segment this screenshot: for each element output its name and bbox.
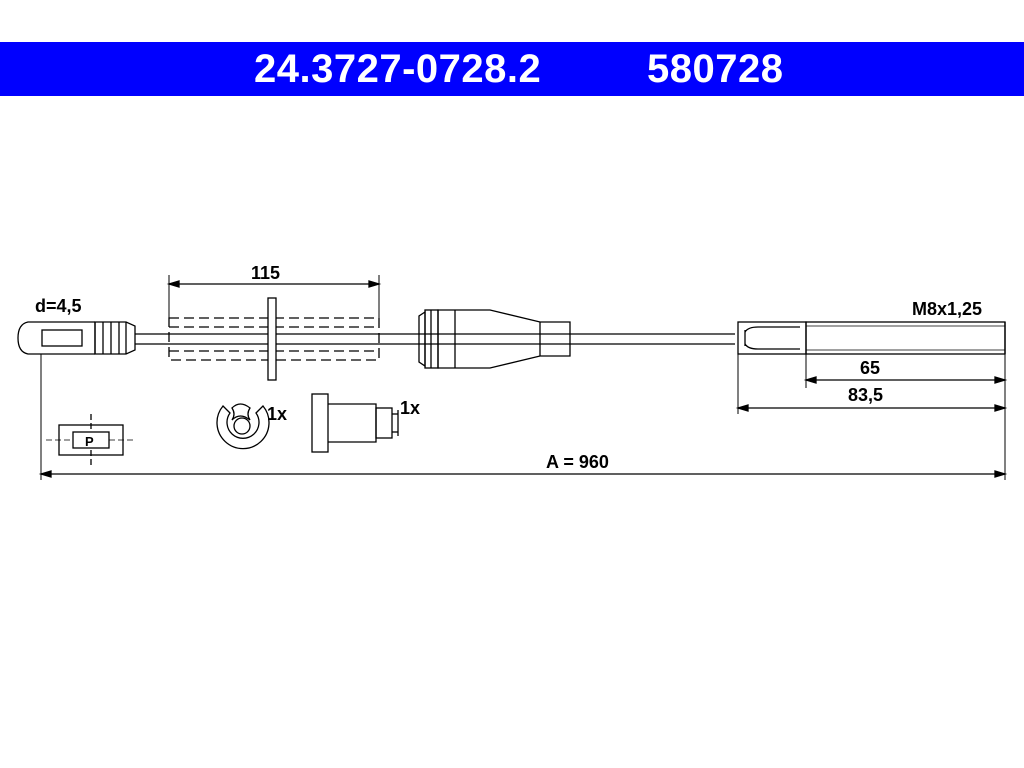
retaining-clip-icon [216, 403, 270, 450]
length-83-5-label: 83,5 [848, 385, 883, 405]
reference-number: 580728 [647, 47, 784, 91]
dimension-65 [803, 354, 1008, 412]
dimension-83-5 [735, 354, 1008, 414]
thread-label: M8x1,25 [912, 299, 982, 319]
cable-line [135, 333, 735, 345]
dimension-total-length [38, 354, 1008, 480]
length-65-label: 65 [860, 358, 880, 378]
clip-quantity-label: 1x [267, 404, 287, 424]
threaded-end [737, 321, 1006, 355]
parking-symbol-letter: P [85, 434, 94, 449]
part-number: 24.3727-0728.2 [254, 47, 542, 91]
bushing-quantity-label: 1x [400, 398, 420, 418]
length-115-label: 115 [251, 263, 280, 283]
diameter-label: d=4,5 [35, 296, 82, 316]
dimension-115 [166, 275, 382, 318]
cable-housing-end [418, 309, 571, 369]
left-end-nipple [17, 321, 136, 355]
total-length-label: A = 960 [546, 452, 609, 472]
protective-sleeve [168, 297, 380, 381]
title-bar: 24.3727-0728.2 580728 [0, 42, 1024, 96]
parking-brake-symbol [46, 414, 136, 466]
bushing-icon [311, 393, 399, 453]
